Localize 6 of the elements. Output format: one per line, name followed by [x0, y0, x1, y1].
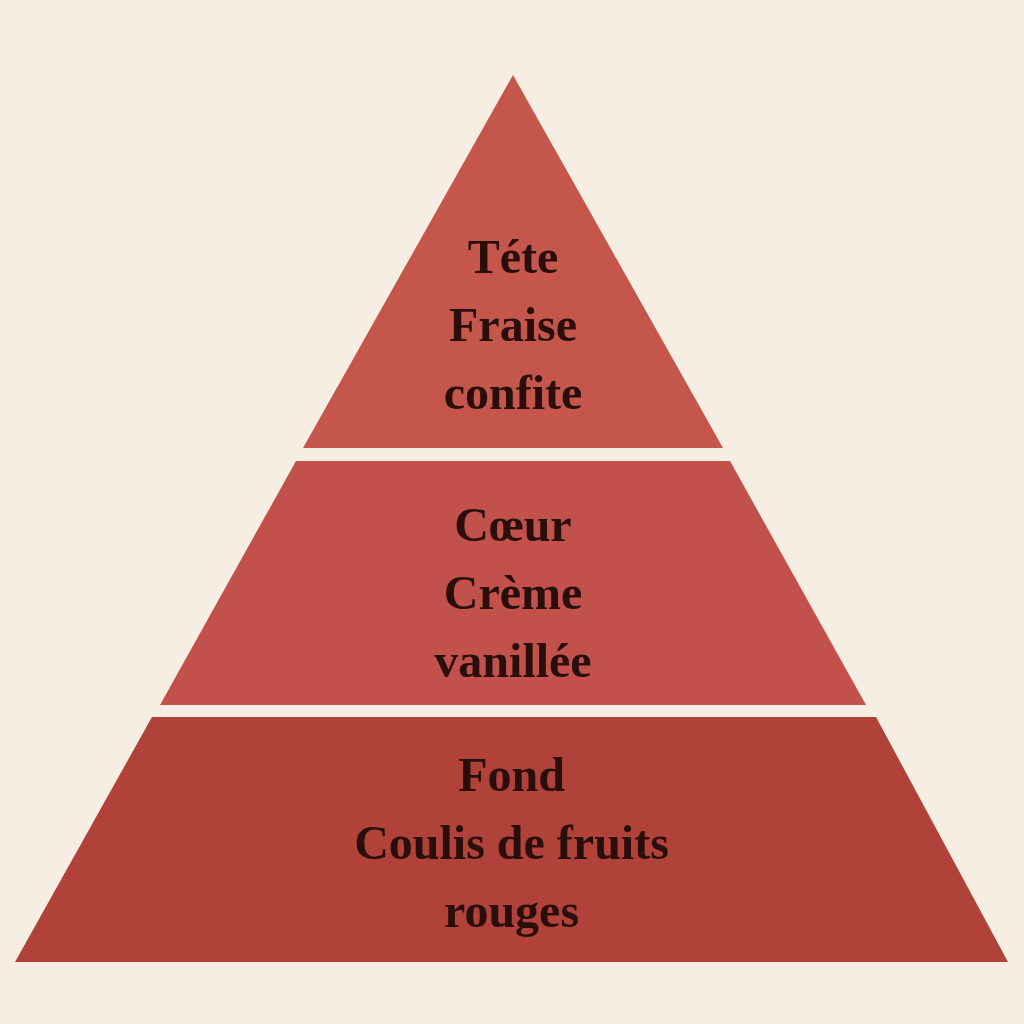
- tier-heading: Cœur: [454, 497, 572, 553]
- tier-description: Coulis de fruits rouges: [353, 815, 670, 939]
- tier-description: Fraise confite: [442, 297, 584, 421]
- tier-heading: Fond: [458, 747, 565, 803]
- tier-heading: Téte: [467, 229, 559, 285]
- tier-description: Crème vanillée: [433, 565, 593, 689]
